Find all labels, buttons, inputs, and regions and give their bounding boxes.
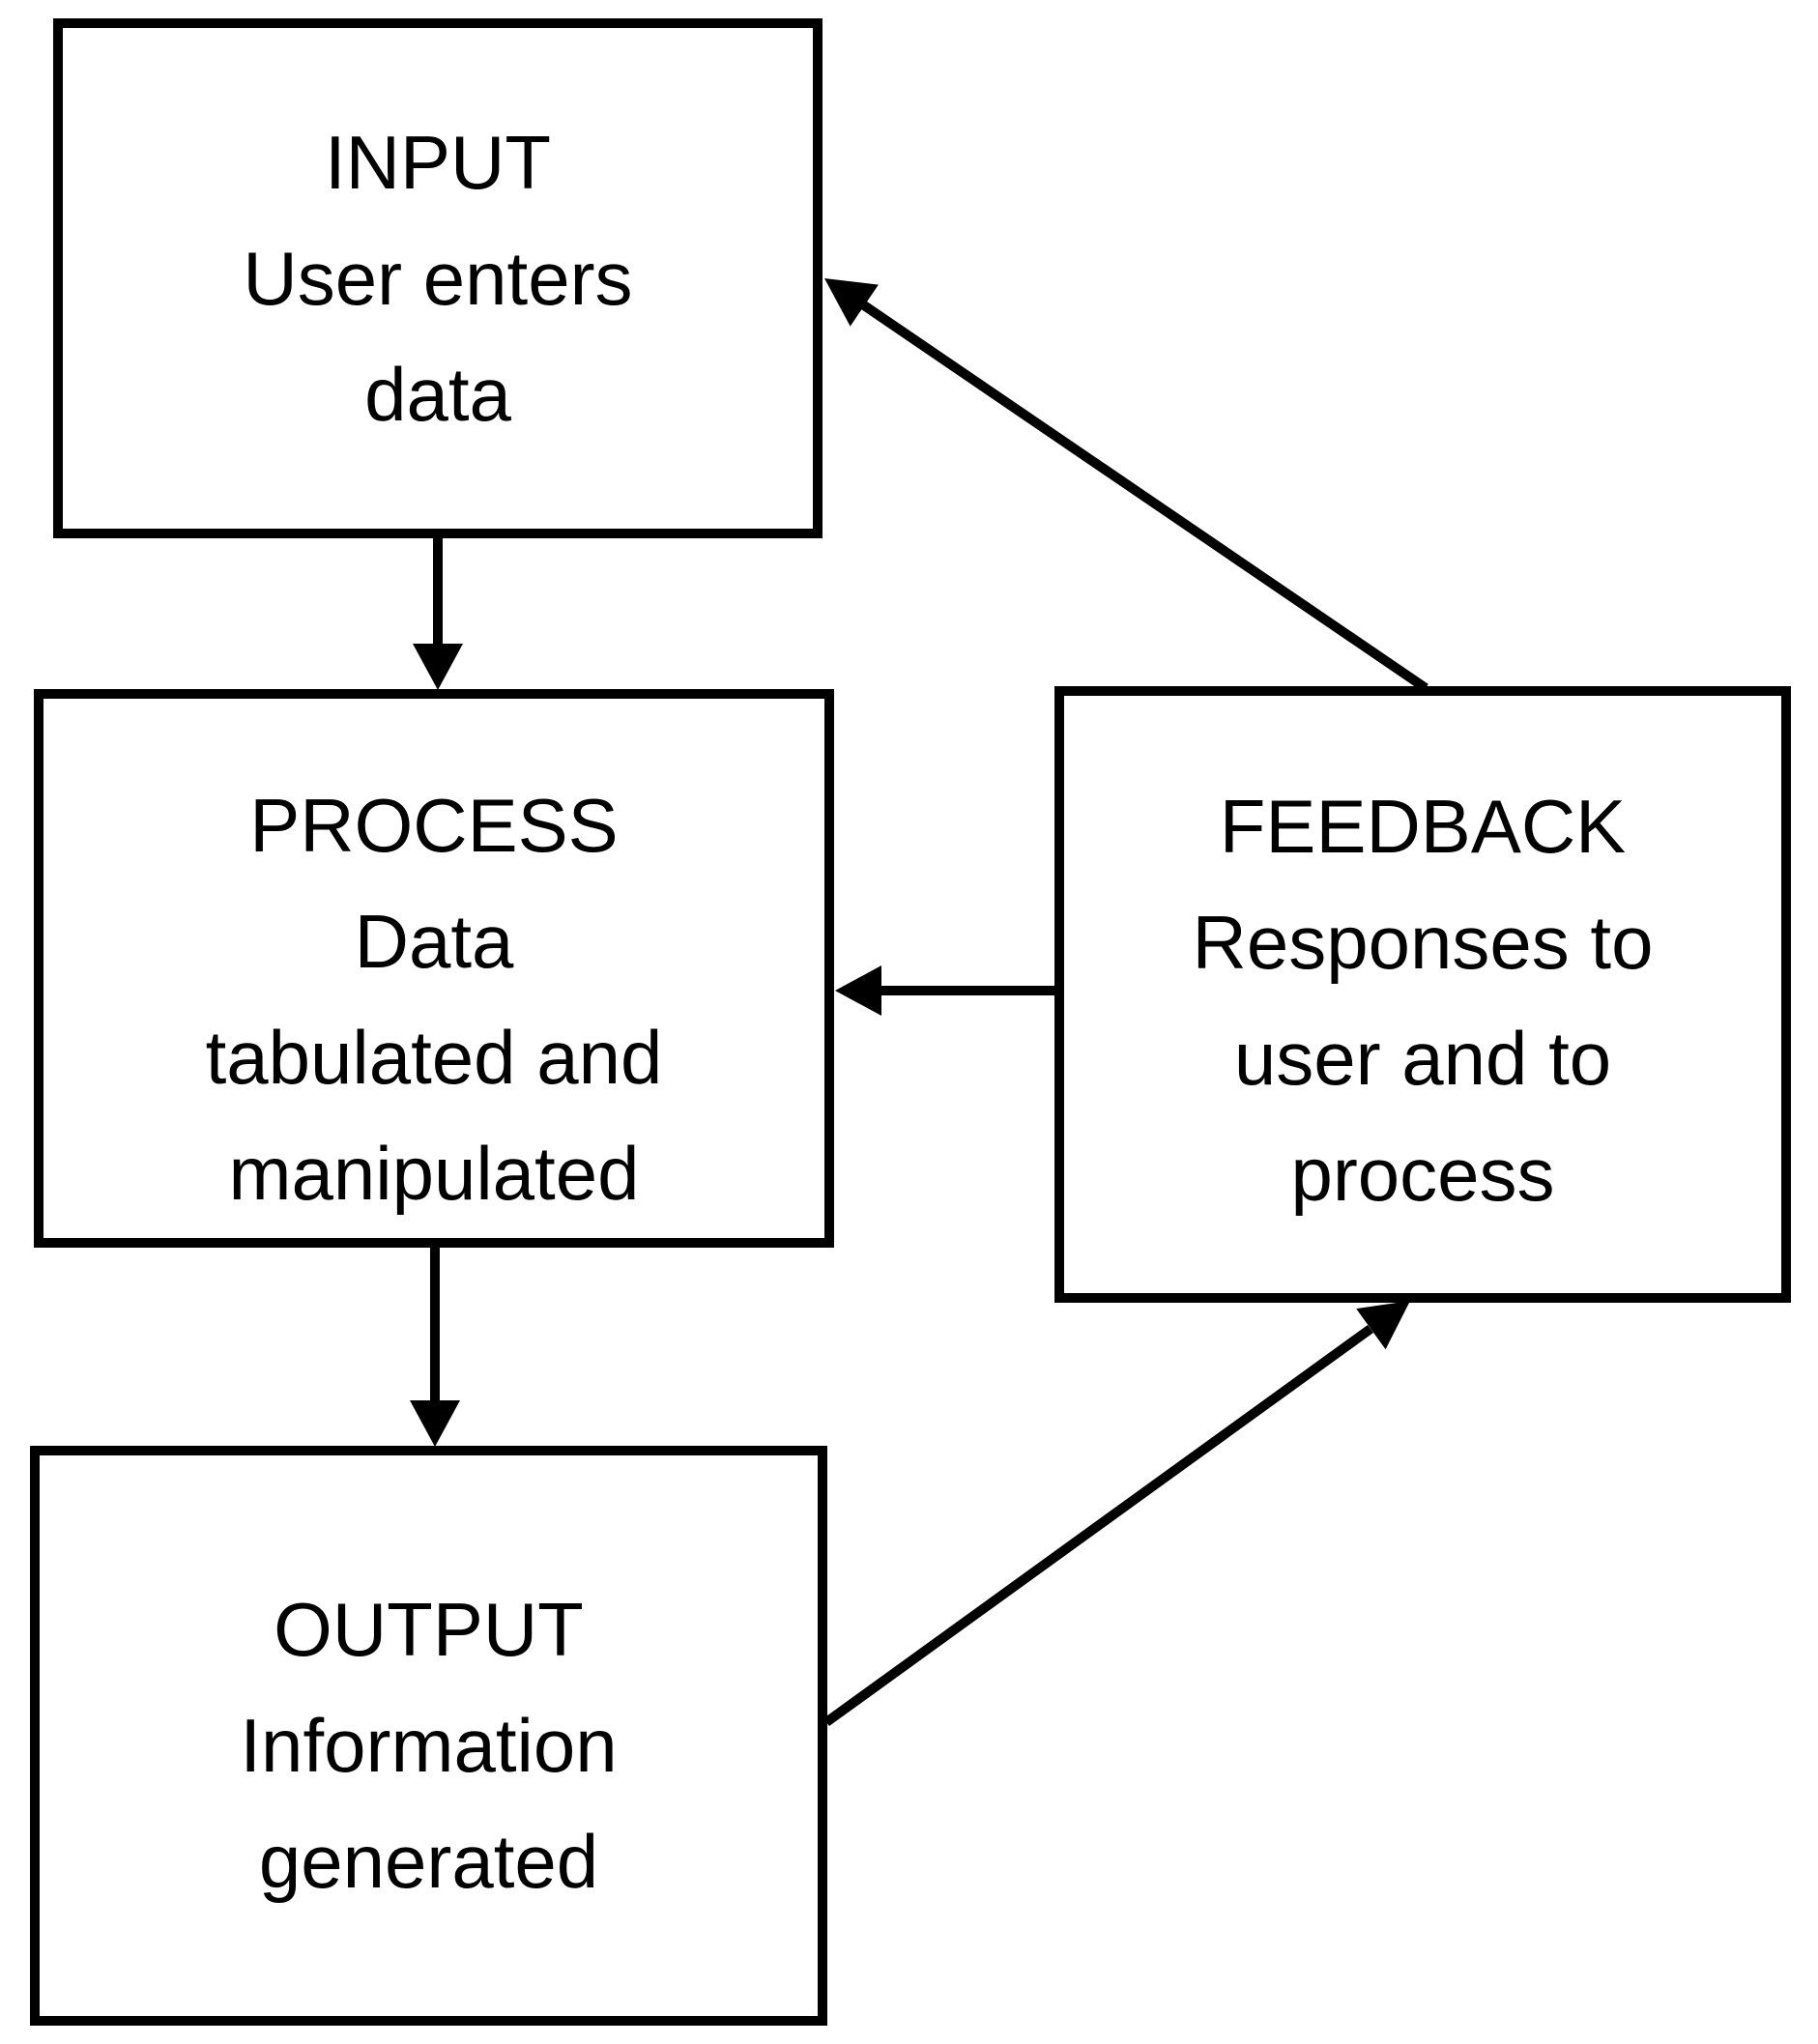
feedback-box-line: process xyxy=(1290,1132,1555,1217)
input-box: INPUT User enters data xyxy=(53,18,822,538)
output-box-line: generated xyxy=(258,1819,599,1904)
arrow-output-to-feedback xyxy=(823,1301,1410,1727)
arrow-process-to-output-head xyxy=(410,1400,460,1447)
arrow-output-to-feedback-shaft xyxy=(823,1324,1373,1727)
input-box-line: User enters xyxy=(243,236,633,321)
arrow-feedback-to-process-head xyxy=(835,965,881,1016)
arrow-input-to-process-head xyxy=(413,644,463,690)
feedback-box-title: FEEDBACK xyxy=(1219,784,1627,869)
process-box-title: PROCESS xyxy=(249,783,619,868)
process-box-line: manipulated xyxy=(228,1131,640,1216)
arrow-feedback-to-input-head xyxy=(824,278,879,327)
input-box-title: INPUT xyxy=(325,120,551,205)
arrow-feedback-to-process xyxy=(835,965,1057,1016)
feedback-box-line: Responses to xyxy=(1192,900,1654,985)
process-box: PROCESS Data tabulated and manipulated xyxy=(34,689,834,1248)
arrow-output-to-feedback-head xyxy=(1356,1301,1410,1350)
feedback-box: FEEDBACK Responses to user and to proces… xyxy=(1054,686,1791,1303)
arrow-process-to-output xyxy=(410,1243,460,1447)
arrow-input-to-process xyxy=(413,533,463,690)
process-box-line: Data xyxy=(354,899,514,984)
output-box: OUTPUT Information generated xyxy=(30,1446,827,2026)
input-box-line: data xyxy=(364,352,511,437)
arrow-feedback-to-input-shaft xyxy=(861,301,1428,693)
arrow-feedback-to-input xyxy=(824,278,1428,693)
output-box-title: OUTPUT xyxy=(274,1587,584,1672)
output-box-line: Information xyxy=(240,1703,618,1788)
feedback-box-line: user and to xyxy=(1233,1016,1612,1101)
process-box-line: tabulated and xyxy=(205,1015,663,1100)
